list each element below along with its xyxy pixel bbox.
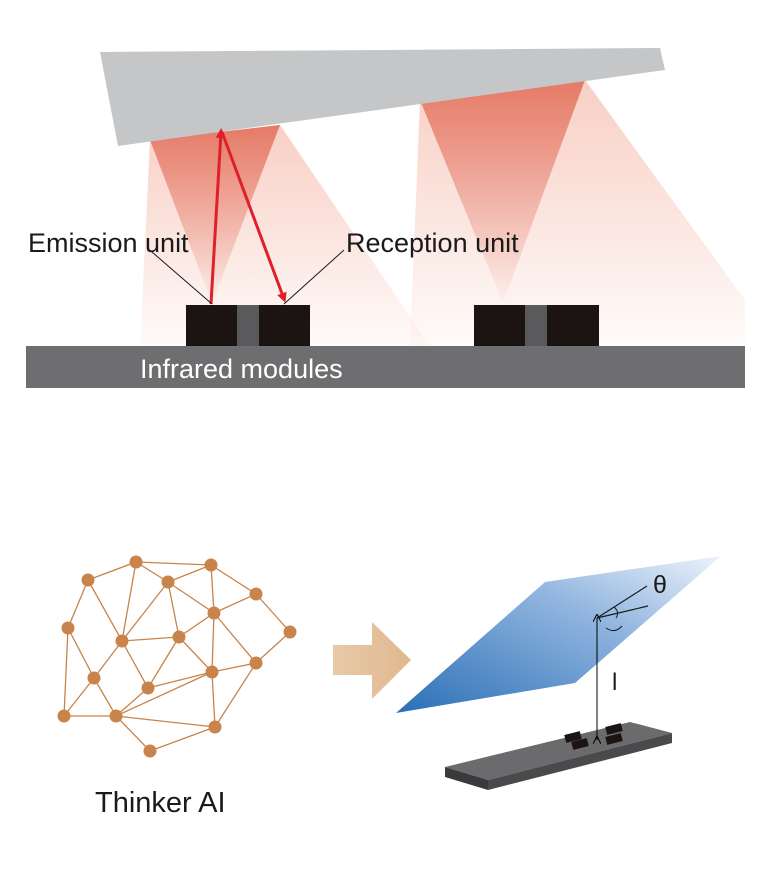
network-node bbox=[208, 720, 222, 734]
network-edge bbox=[213, 612, 257, 664]
infrared-module-right bbox=[474, 305, 599, 347]
network-node bbox=[57, 709, 71, 723]
network-edge bbox=[115, 715, 151, 752]
network-node bbox=[109, 709, 123, 723]
network-edge bbox=[214, 662, 257, 728]
network-edge bbox=[213, 593, 257, 614]
emission-leader-line bbox=[151, 251, 213, 305]
ai-network-section: Thinker AI bbox=[57, 555, 297, 819]
network-edge bbox=[210, 564, 215, 614]
network-edge bbox=[147, 636, 180, 689]
network-edge bbox=[255, 631, 291, 664]
angle-arc-lower bbox=[605, 625, 623, 632]
network-node bbox=[161, 575, 175, 589]
network-edge bbox=[178, 636, 213, 673]
network-node bbox=[81, 573, 95, 587]
network-node bbox=[205, 665, 219, 679]
module-window bbox=[237, 305, 259, 347]
network-edge bbox=[211, 612, 215, 673]
normal-line bbox=[596, 585, 648, 619]
module-window bbox=[525, 305, 547, 347]
network-edge bbox=[63, 627, 69, 717]
network-node bbox=[129, 555, 143, 569]
network-edge bbox=[210, 564, 257, 595]
network-edge bbox=[167, 564, 212, 583]
network-edge bbox=[121, 561, 137, 642]
network-node bbox=[115, 634, 129, 648]
network-edge bbox=[115, 715, 216, 728]
network-edge bbox=[147, 671, 213, 689]
thinker-ai-label: Thinker AI bbox=[95, 787, 226, 819]
theta-label: θ bbox=[653, 571, 667, 599]
network-edge bbox=[149, 726, 216, 752]
network-edge bbox=[167, 581, 180, 638]
network-node bbox=[249, 587, 263, 601]
module-base-bar bbox=[26, 346, 745, 388]
network-node bbox=[172, 630, 186, 644]
network-edge bbox=[93, 677, 117, 717]
network-edge bbox=[121, 636, 180, 642]
reception-unit-label: Reception unit bbox=[346, 228, 519, 258]
network-node bbox=[283, 625, 297, 639]
tilted-surface bbox=[100, 48, 665, 146]
reception-leader-line bbox=[283, 249, 345, 305]
plane-measurement-section: l θ bbox=[396, 556, 721, 790]
infrared-module-section: Emission unit Reception unit Infrared mo… bbox=[26, 48, 745, 388]
flow-arrow bbox=[333, 622, 411, 699]
network-edge bbox=[115, 687, 149, 717]
sensor-chip bbox=[605, 723, 623, 735]
sensor-chip bbox=[564, 731, 582, 743]
network-edge bbox=[121, 640, 149, 689]
emitted-ray bbox=[209, 128, 226, 305]
network-edge bbox=[178, 612, 215, 638]
network-edge bbox=[121, 581, 169, 642]
network-node bbox=[207, 606, 221, 620]
tilted-plane bbox=[396, 556, 721, 713]
network-edge bbox=[87, 579, 123, 642]
sensor-chip bbox=[571, 738, 589, 750]
network-edge bbox=[211, 671, 216, 728]
infrared-module-left bbox=[186, 305, 310, 347]
network-edges bbox=[63, 561, 291, 752]
network-node bbox=[87, 671, 101, 685]
network-edge bbox=[93, 640, 123, 679]
network-nodes bbox=[57, 555, 297, 758]
sensor-chip bbox=[605, 733, 623, 745]
distance-label: l bbox=[612, 669, 617, 696]
network-edge bbox=[115, 671, 213, 717]
network-node bbox=[143, 744, 157, 758]
network-edge bbox=[255, 593, 291, 633]
network-edge bbox=[67, 627, 95, 679]
sensor-board bbox=[445, 722, 672, 790]
reception-beam-cone-right bbox=[420, 80, 585, 303]
network-edge bbox=[135, 561, 212, 566]
network-node bbox=[249, 656, 263, 670]
infrared-modules-label: Infrared modules bbox=[140, 354, 343, 384]
plane-ref-line bbox=[596, 605, 649, 619]
network-edge bbox=[63, 677, 95, 717]
network-node bbox=[204, 558, 218, 572]
network-edge bbox=[67, 579, 89, 629]
network-edge bbox=[167, 581, 215, 614]
network-node bbox=[61, 621, 75, 635]
reflected-ray bbox=[220, 131, 287, 303]
emission-unit-label: Emission unit bbox=[28, 228, 189, 258]
angle-arc bbox=[613, 606, 619, 619]
network-node bbox=[141, 681, 155, 695]
network-edge bbox=[211, 662, 257, 673]
network-edge bbox=[87, 561, 137, 581]
